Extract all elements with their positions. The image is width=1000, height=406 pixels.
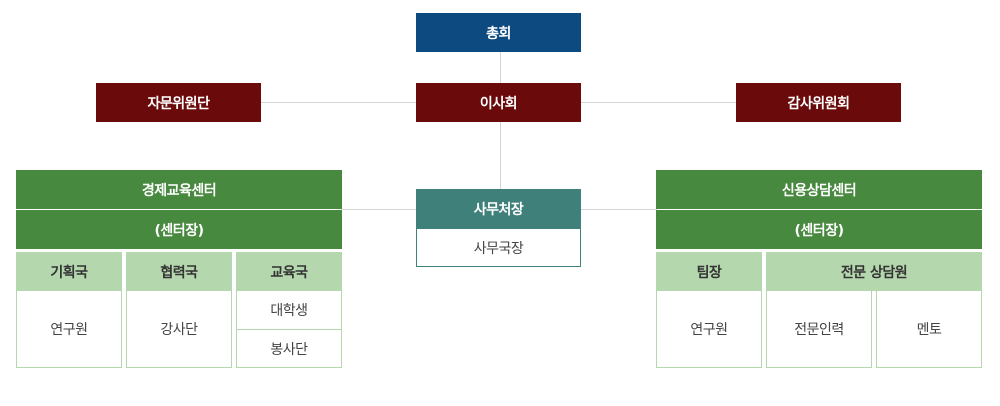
economic-education-center-label: 경제교육센터 <box>141 182 217 199</box>
secretary-general-box: 사무처장 <box>416 189 581 229</box>
planning-staff-box: 연구원 <box>16 291 122 368</box>
board-of-directors-box: 이사회 <box>416 83 581 122</box>
team-staff-box: 연구원 <box>656 291 762 368</box>
economic-education-center-box: 경제교육센터 <box>16 170 342 209</box>
audit-committee-label: 감사위원회 <box>787 95 850 112</box>
education-staff-box-1: 대학생 <box>236 291 342 330</box>
counselors-box: 전문 상담원 <box>766 252 982 291</box>
planning-department-box: 기획국 <box>16 252 122 291</box>
office-manager-label: 사무국장 <box>473 240 524 257</box>
team-leader-box: 팀장 <box>656 252 762 291</box>
education-staff-box-2: 봉사단 <box>236 329 342 368</box>
professional-staff-label: 전문인력 <box>794 322 844 338</box>
left-center-director-box: (센터장) <box>16 210 342 249</box>
education-staff-label-2: 봉사단 <box>270 341 308 358</box>
mentor-label: 멘토 <box>916 322 942 338</box>
education-staff-label-1: 대학생 <box>270 303 308 319</box>
counselors-label: 전문 상담원 <box>840 264 908 281</box>
right-center-director-label: (센터장) <box>794 222 844 239</box>
audit-committee-box: 감사위원회 <box>736 83 901 122</box>
professional-staff-box: 전문인력 <box>766 291 872 368</box>
cooperation-department-label: 협력국 <box>160 264 198 281</box>
office-manager-box: 사무국장 <box>416 229 581 267</box>
board-of-directors-label: 이사회 <box>479 95 518 112</box>
education-department-box: 교육국 <box>236 252 342 291</box>
planning-staff-label: 연구원 <box>50 322 88 338</box>
team-leader-label: 팀장 <box>696 264 722 281</box>
cooperation-staff-label: 강사단 <box>160 322 198 338</box>
right-center-director-box: (센터장) <box>656 210 982 249</box>
advisory-board-box: 자문위원단 <box>96 83 261 122</box>
mentor-box: 멘토 <box>876 291 982 368</box>
credit-counseling-center-box: 신용상담센터 <box>656 170 982 209</box>
cooperation-department-box: 협력국 <box>126 252 232 291</box>
cooperation-staff-box: 강사단 <box>126 291 232 368</box>
left-center-director-label: (센터장) <box>154 222 204 239</box>
team-staff-label: 연구원 <box>690 322 728 338</box>
general-assembly-label: 총회 <box>486 25 511 42</box>
general-assembly-box: 총회 <box>416 13 581 52</box>
education-department-label: 교육국 <box>270 264 308 281</box>
credit-counseling-center-label: 신용상담센터 <box>781 182 857 199</box>
advisory-board-label: 자문위원단 <box>147 95 210 112</box>
planning-department-label: 기획국 <box>50 264 88 281</box>
secretary-general-label: 사무처장 <box>473 202 524 218</box>
